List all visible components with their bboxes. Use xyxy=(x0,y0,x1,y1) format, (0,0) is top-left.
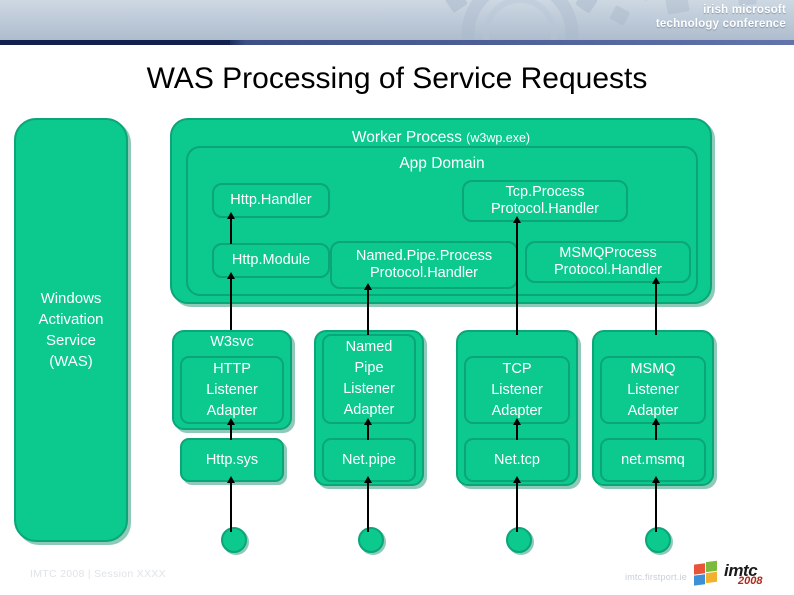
msmq-listener-adapter-box: MSMQ Listener Adapter xyxy=(600,356,706,424)
arrow-nettcp-to-tcp-adapter xyxy=(513,418,521,440)
named-pipe-process-protocol-handler-box: Named.Pipe.Process Protocol.Handler xyxy=(330,241,518,289)
conference-line-1: irish microsoft xyxy=(703,4,786,16)
conference-branding: irish microsoft technology conference xyxy=(656,4,786,31)
worker-process-label: Worker Process (w3wp.exe) xyxy=(352,129,530,147)
http-sys-label: Http.sys xyxy=(205,452,259,468)
w3svc-label: W3svc xyxy=(210,334,254,350)
was-container: Windows Activation Service (WAS) xyxy=(14,118,128,542)
net-pipe-label: Net.pipe xyxy=(341,452,396,468)
net-msmq-label: net.msmq xyxy=(621,452,685,468)
tcp-endpoint-dot xyxy=(506,527,532,553)
http-handler-label: Http.Handler xyxy=(230,192,312,208)
page-banner: irish microsoft technology conference xyxy=(0,0,794,40)
arrow-httpsys-to-httpadapter xyxy=(227,418,235,440)
http-listener-adapter-box: HTTP Listener Adapter xyxy=(180,356,284,424)
windows-flag-icon xyxy=(694,560,720,587)
banner-rule xyxy=(0,40,794,45)
http-module-label: Http.Module xyxy=(231,252,311,268)
conference-line-2: technology conference xyxy=(655,17,786,30)
arrow-msmq-adapter-to-msmqph xyxy=(652,277,660,335)
named-pipe-endpoint-dot xyxy=(358,527,384,553)
arrow-httpmodule-to-httphandler xyxy=(227,212,235,244)
arrow-netpipe-to-np-adapter xyxy=(364,418,372,440)
tcp-process-protocol-handler-label: Tcp.Process Protocol.Handler xyxy=(491,184,599,217)
arrow-np-adapter-to-npph xyxy=(364,283,372,335)
banner-rule-left xyxy=(0,40,230,45)
footer-session-text: IMTC 2008 | Session XXXX xyxy=(30,568,166,580)
arrow-dot-to-netmsmq xyxy=(652,476,660,532)
imtc-logo: imtc 2008 xyxy=(694,560,786,590)
worker-process-exe: (w3wp.exe) xyxy=(466,131,531,145)
was-label: Windows Activation Service (WAS) xyxy=(38,290,104,370)
worker-process-title: Worker Process xyxy=(351,129,462,146)
http-listener-adapter-label: HTTP Listener Adapter xyxy=(206,360,258,419)
gear-decoration-icon xyxy=(330,0,790,40)
named-pipe-listener-adapter-label: Named Pipe Listener Adapter xyxy=(343,339,395,418)
arrow-w3svc-to-httpmodule xyxy=(227,272,235,330)
imtc-logo-year: 2008 xyxy=(738,575,763,587)
app-domain-label: App Domain xyxy=(399,155,485,172)
net-tcp-label: Net.tcp xyxy=(494,452,540,468)
msmq-endpoint-dot xyxy=(645,527,671,553)
named-pipe-process-protocol-handler-label: Named.Pipe.Process Protocol.Handler xyxy=(355,248,493,281)
tcp-listener-adapter-box: TCP Listener Adapter xyxy=(464,356,570,424)
tcp-listener-adapter-label: TCP Listener Adapter xyxy=(491,360,543,419)
page-title: WAS Processing of Service Requests xyxy=(146,62,648,95)
http-endpoint-dot xyxy=(221,527,247,553)
footer-url-text: imtc.firstport.ie xyxy=(625,572,687,582)
msmq-process-protocol-handler-box: MSMQProcess Protocol.Handler xyxy=(525,241,691,283)
msmq-listener-adapter-label: MSMQ Listener Adapter xyxy=(627,360,679,419)
arrow-dot-to-netpipe xyxy=(364,476,372,532)
tcp-process-protocol-handler-box: Tcp.Process Protocol.Handler xyxy=(462,180,628,222)
net-msmq-box: net.msmq xyxy=(600,438,706,482)
named-pipe-listener-adapter-box: Named Pipe Listener Adapter xyxy=(322,334,416,424)
arrow-tcp-adapter-to-tcpph xyxy=(513,216,521,335)
arrow-dot-to-httpsys xyxy=(227,476,235,532)
msmq-process-protocol-handler-label: MSMQProcess Protocol.Handler xyxy=(554,245,662,278)
arrow-dot-to-nettcp xyxy=(513,476,521,532)
arrow-netmsmq-to-msmq-adapter xyxy=(652,418,660,440)
imtc-logo-word: imtc xyxy=(724,561,758,580)
